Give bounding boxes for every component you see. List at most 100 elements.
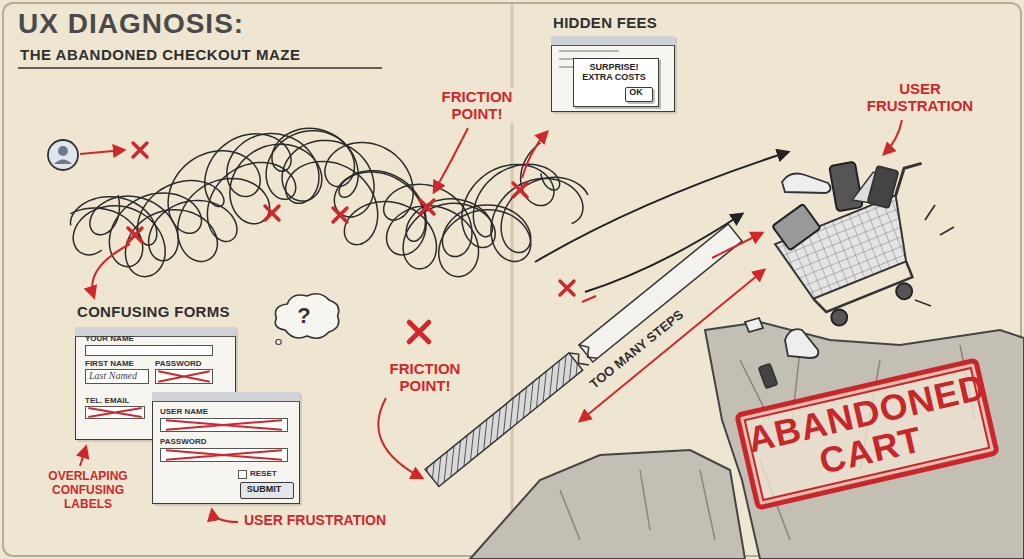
input-field [155,369,213,384]
callout-label: USER FRUSTRATION [242,512,388,528]
leader-arrow [80,447,86,466]
input-field [160,448,288,462]
falling-items [759,364,778,389]
checkbox-label: RESET [250,469,277,478]
login-window: USER NAME PASSWORD RESET SUBMIT [152,392,300,504]
input-field [238,470,247,479]
input-field [160,418,288,432]
button-label: OK [625,87,647,97]
paper [3,3,1021,556]
error-cross [156,370,212,383]
user-icon [48,140,78,170]
paper [18,67,382,69]
error-cross [161,419,287,431]
shopping-cart [829,162,863,212]
cliff [705,322,1024,559]
maze-path [73,140,583,276]
user-icon [58,146,68,156]
cliff [560,470,715,540]
error-cross [166,450,282,460]
shopping-cart [756,134,967,337]
popup-window: HIDDEN FEES SURPRISE! EXTRA COSTS OK [551,14,675,112]
progress-bar [578,341,597,363]
field-label: PASSWORD [160,437,207,446]
error-cross [86,407,144,418]
leader-arrow [884,120,902,154]
callout-label: FRICTION POINT! [430,88,524,123]
error-cross [88,408,141,417]
leader-arrow [434,128,468,192]
paper [3,3,1021,556]
falling-items [782,174,831,193]
leader-arrow [378,398,422,478]
flow-arrow [535,152,788,292]
title-bar [152,392,300,402]
cliff [470,322,1024,559]
friction-mark [513,183,527,197]
ok-button: OK [625,87,653,102]
error-cross [158,371,210,381]
friction-mark [128,228,142,242]
leader-arrow [522,132,547,178]
friction-mark [560,281,574,295]
progress-bar [425,224,742,487]
popup-heading: HIDDEN FEES [553,14,657,31]
submit-button: SUBMIT [240,482,294,499]
friction-mark [133,143,147,157]
shopping-cart [772,204,820,251]
title-bar [551,36,675,46]
paper [511,4,514,555]
maze-path [90,131,588,261]
leader-arrow [580,270,764,421]
input-field [85,406,145,419]
flow-arrow [535,152,788,262]
text-placeholder [559,50,619,52]
leader-arrow [712,233,762,258]
falling-items [745,166,954,389]
subtitle: THE ABANDONED CHECKOUT MAZE [18,46,302,63]
friction-mark [420,200,434,214]
progress-bar [579,224,742,362]
leader-arrow [92,244,130,297]
shopping-cart [829,307,850,328]
field-value: Last Named [89,370,137,382]
callout-label: USER FRUSTRATION [862,80,978,115]
field-label: TEL. EMAIL [85,396,129,405]
form-heading: CONFUSING FORMS [77,303,230,320]
user-icon [48,140,78,170]
callout-label: OVERLAPING CONFUSING LABELS [38,470,138,511]
friction-mark [333,208,347,222]
field-label: PASSWORD [155,359,202,368]
leader-arrow [212,510,238,522]
maze-path [71,128,560,245]
falling-items [745,318,763,332]
field-label: USER NAME [160,407,208,416]
falling-items [915,205,954,306]
leader-arrow [80,150,124,154]
maze-path [70,134,554,269]
friction-mark [409,322,429,342]
thought-bubble: ? [272,290,342,346]
flow-arrow [585,214,742,292]
falling-items [785,329,818,358]
user-icon [54,160,72,165]
question-mark: ? [272,303,336,328]
title: UX DIAGNOSIS: [18,8,244,40]
bubble-dot [276,340,281,345]
alert-dialog: SURPRISE! EXTRA COSTS OK [573,58,659,107]
error-cross [161,449,287,461]
shopping-cart [894,281,915,302]
friction-mark [265,206,279,220]
alert-text: SURPRISE! EXTRA COSTS [577,62,651,83]
falling-items [867,166,898,208]
error-cross [166,420,282,430]
leader-arrow [582,296,596,302]
callout-label: FRICTION POINT! [378,360,472,395]
input-field [85,345,213,356]
field-label: YOUR NAME [85,334,134,343]
field-label: FIRST NAME [85,359,134,368]
cliff [470,450,745,559]
button-label: SUBMIT [240,484,288,494]
maze [70,128,588,276]
